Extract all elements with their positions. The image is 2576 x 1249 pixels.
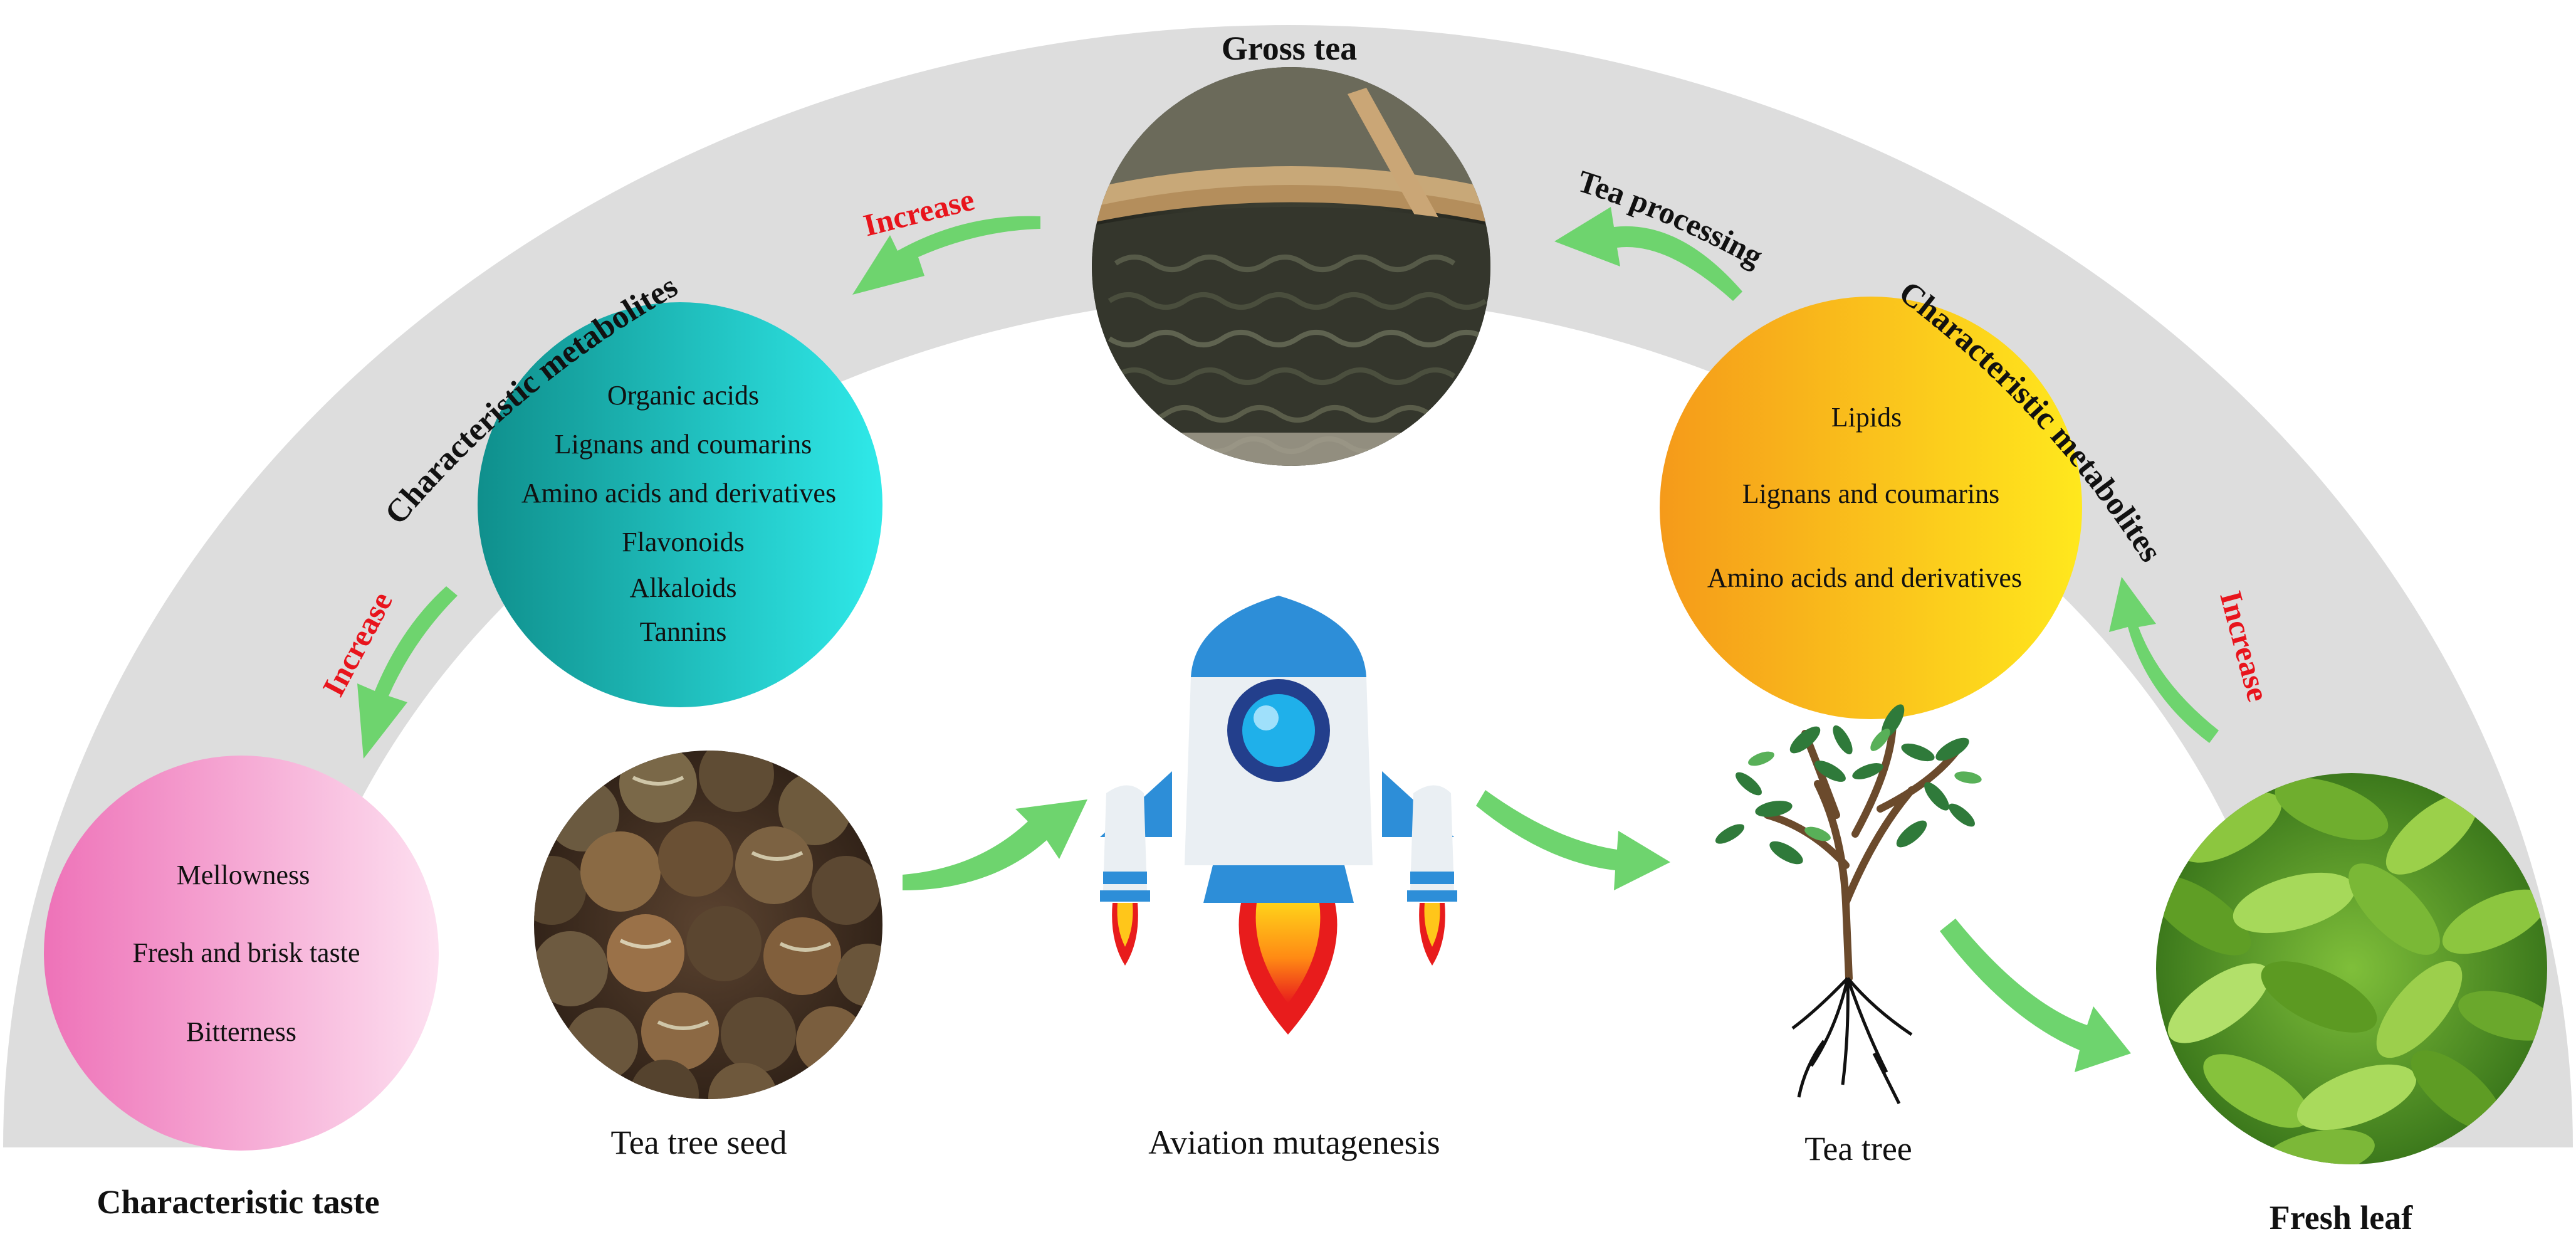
fresh-leaf-title: Fresh leaf	[2270, 1199, 2413, 1236]
arrow-leaf-to-right-metabolites	[2109, 577, 2219, 743]
list-item: Tannins	[640, 616, 727, 647]
list-item: Flavonoids	[622, 527, 745, 557]
left-metabolites-circle	[478, 302, 882, 707]
list-item: Organic acids	[607, 380, 759, 411]
taste-list: Mellowness Fresh and brisk taste Bittern…	[133, 860, 360, 1047]
rocket-icon	[1100, 596, 1457, 1035]
gross-tea-title: Gross tea	[1222, 29, 1357, 67]
list-item: Fresh and brisk taste	[133, 937, 360, 968]
list-item: Amino acids and derivatives	[1707, 562, 2022, 593]
list-item: Alkaloids	[629, 572, 736, 603]
list-item: Bitterness	[186, 1016, 296, 1047]
tea-tree-seed-photo	[534, 751, 882, 1099]
right-metabolites-circle	[1660, 297, 2082, 719]
arrow-gross-to-left-metabolites	[852, 216, 1040, 295]
tea-tree-seed-label: Tea tree seed	[610, 1124, 787, 1161]
arrow-left-metabolites-to-taste	[357, 586, 458, 759]
list-item: Mellowness	[177, 860, 310, 890]
arrow-seed-to-rocket	[903, 799, 1087, 890]
list-item: Lipids	[1831, 402, 1902, 433]
list-item: Lignans and coumarins	[555, 429, 812, 460]
list-item: Amino acids and derivatives	[521, 478, 836, 509]
aviation-mutagenesis-label: Aviation mutagenesis	[1148, 1124, 1440, 1161]
arrow-processing	[1554, 207, 1742, 301]
tea-tree-icon	[1715, 704, 1982, 1105]
arrow-rocket-to-tree	[1476, 790, 1670, 890]
tea-tree-label: Tea tree	[1804, 1130, 1912, 1167]
characteristic-taste-title: Characteristic taste	[97, 1183, 379, 1221]
gross-tea-photo	[1092, 67, 1490, 466]
left-metabolites-list: Organic acids Lignans and coumarins Amin…	[521, 380, 836, 647]
taste-circle	[44, 756, 439, 1151]
fresh-leaf-photo	[2156, 773, 2547, 1164]
arrow-tree-to-leaf	[1940, 919, 2131, 1072]
list-item: Lignans and coumarins	[1742, 478, 2000, 509]
right-metabolites-list: Lipids Lignans and coumarins Amino acids…	[1707, 402, 2022, 593]
